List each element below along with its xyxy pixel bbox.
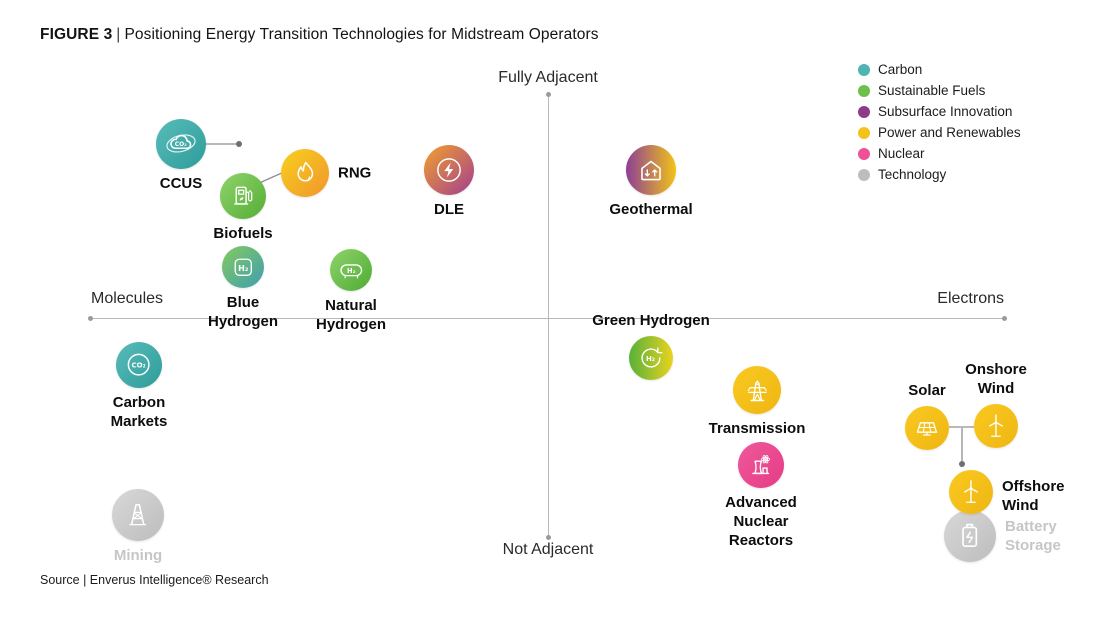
svg-text:CO₂: CO₂ — [175, 141, 187, 148]
wind-turbine-icon — [981, 411, 1011, 441]
legend-swatch-icon — [858, 147, 870, 160]
node-ccus: CO₂ — [156, 119, 206, 169]
solar-label: Solar — [908, 382, 946, 399]
h2-tank-icon: H₂ — [337, 256, 366, 285]
legend-label: Subsurface Innovation — [878, 104, 1013, 119]
legend-label: Nuclear — [878, 146, 925, 161]
node-advanced-nuclear-reactors — [738, 442, 784, 488]
legend-item-technology: Technology — [858, 168, 1021, 181]
transmission-label: Transmission — [708, 420, 806, 437]
rng-label: RNG — [338, 164, 372, 182]
figure-label: FIGURE 3 — [40, 26, 113, 43]
wind-turbine-icon — [956, 477, 986, 507]
figure-title: FIGURE 3|Positioning Energy Transition T… — [40, 26, 599, 44]
svg-text:H₂: H₂ — [347, 267, 356, 275]
transmission-tower-icon — [741, 374, 774, 407]
node-blue-hydrogen: H₂ — [222, 246, 264, 288]
node-rng — [281, 149, 329, 197]
ccus-label: CCUS — [159, 175, 203, 192]
solar-panel-icon — [912, 413, 942, 443]
legend-item-subsurface-innovation: Subsurface Innovation — [858, 105, 1021, 118]
lightning-icon — [432, 153, 466, 187]
nuclear-plant-icon — [745, 449, 776, 480]
figure-heading: Positioning Energy Transition Technologi… — [124, 26, 599, 43]
axis-label-molecules: Molecules — [91, 290, 164, 307]
legend-item-power-and-renewables: Power and Renewables — [858, 126, 1021, 139]
node-transmission — [733, 366, 781, 414]
node-dle — [424, 145, 474, 195]
h2-cycle-icon: H₂ — [636, 343, 666, 373]
node-carbon-markets: CO₂ — [116, 342, 162, 388]
svg-text:H₂: H₂ — [238, 264, 249, 273]
axis-label-electrons: Electrons — [937, 290, 1004, 307]
legend-swatch-icon — [858, 168, 870, 181]
node-geothermal — [626, 145, 676, 195]
node-mining — [112, 489, 164, 541]
legend-label: Power and Renewables — [878, 125, 1021, 140]
h2-square-icon: H₂ — [229, 253, 258, 282]
svg-text:H₂: H₂ — [646, 355, 655, 363]
legend-label: Technology — [878, 167, 947, 182]
legend-swatch-icon — [858, 84, 870, 97]
node-natural-hydrogen: H₂ — [330, 249, 372, 291]
battery-icon — [952, 518, 987, 553]
geothermal-icon — [634, 153, 668, 187]
node-solar — [905, 406, 949, 450]
legend-item-nuclear: Nuclear — [858, 147, 1021, 160]
node-biofuels — [220, 173, 266, 219]
legend-label: Carbon — [878, 62, 923, 77]
dle-label: DLE — [434, 201, 464, 218]
co2-cloud-icon: CO₂ — [164, 127, 198, 161]
green-hydrogen-label: Green Hydrogen — [592, 312, 710, 329]
legend-label: Sustainable Fuels — [878, 83, 986, 98]
node-offshore-wind — [949, 470, 993, 514]
axis-label-not-adjacent: Not Adjacent — [502, 541, 594, 558]
source-note: Source | Enverus Intelligence® Research — [40, 573, 269, 587]
node-battery-storage — [944, 510, 996, 562]
fuel-pump-icon — [227, 180, 258, 211]
geothermal-label: Geothermal — [609, 201, 693, 218]
flame-icon — [289, 157, 322, 190]
mining-label: Mining — [113, 547, 163, 564]
legend-swatch-icon — [858, 105, 870, 118]
axis-label-fully-adjacent: Fully Adjacent — [498, 69, 598, 86]
co2-circle-icon: CO₂ — [123, 349, 154, 380]
biofuels-label: Biofuels — [213, 225, 273, 242]
legend-swatch-icon — [858, 126, 870, 139]
y-axis-line — [546, 92, 551, 540]
node-onshore-wind — [974, 404, 1018, 448]
legend-item-sustainable-fuels: Sustainable Fuels — [858, 84, 1021, 97]
mining-derrick-icon — [120, 497, 155, 532]
node-green-hydrogen: H₂ — [629, 336, 673, 380]
x-axis-line — [88, 316, 1007, 321]
svg-text:CO₂: CO₂ — [132, 361, 146, 370]
legend-swatch-icon — [858, 63, 870, 76]
figure-separator: | — [116, 26, 121, 43]
legend-item-carbon: Carbon — [858, 63, 1021, 76]
